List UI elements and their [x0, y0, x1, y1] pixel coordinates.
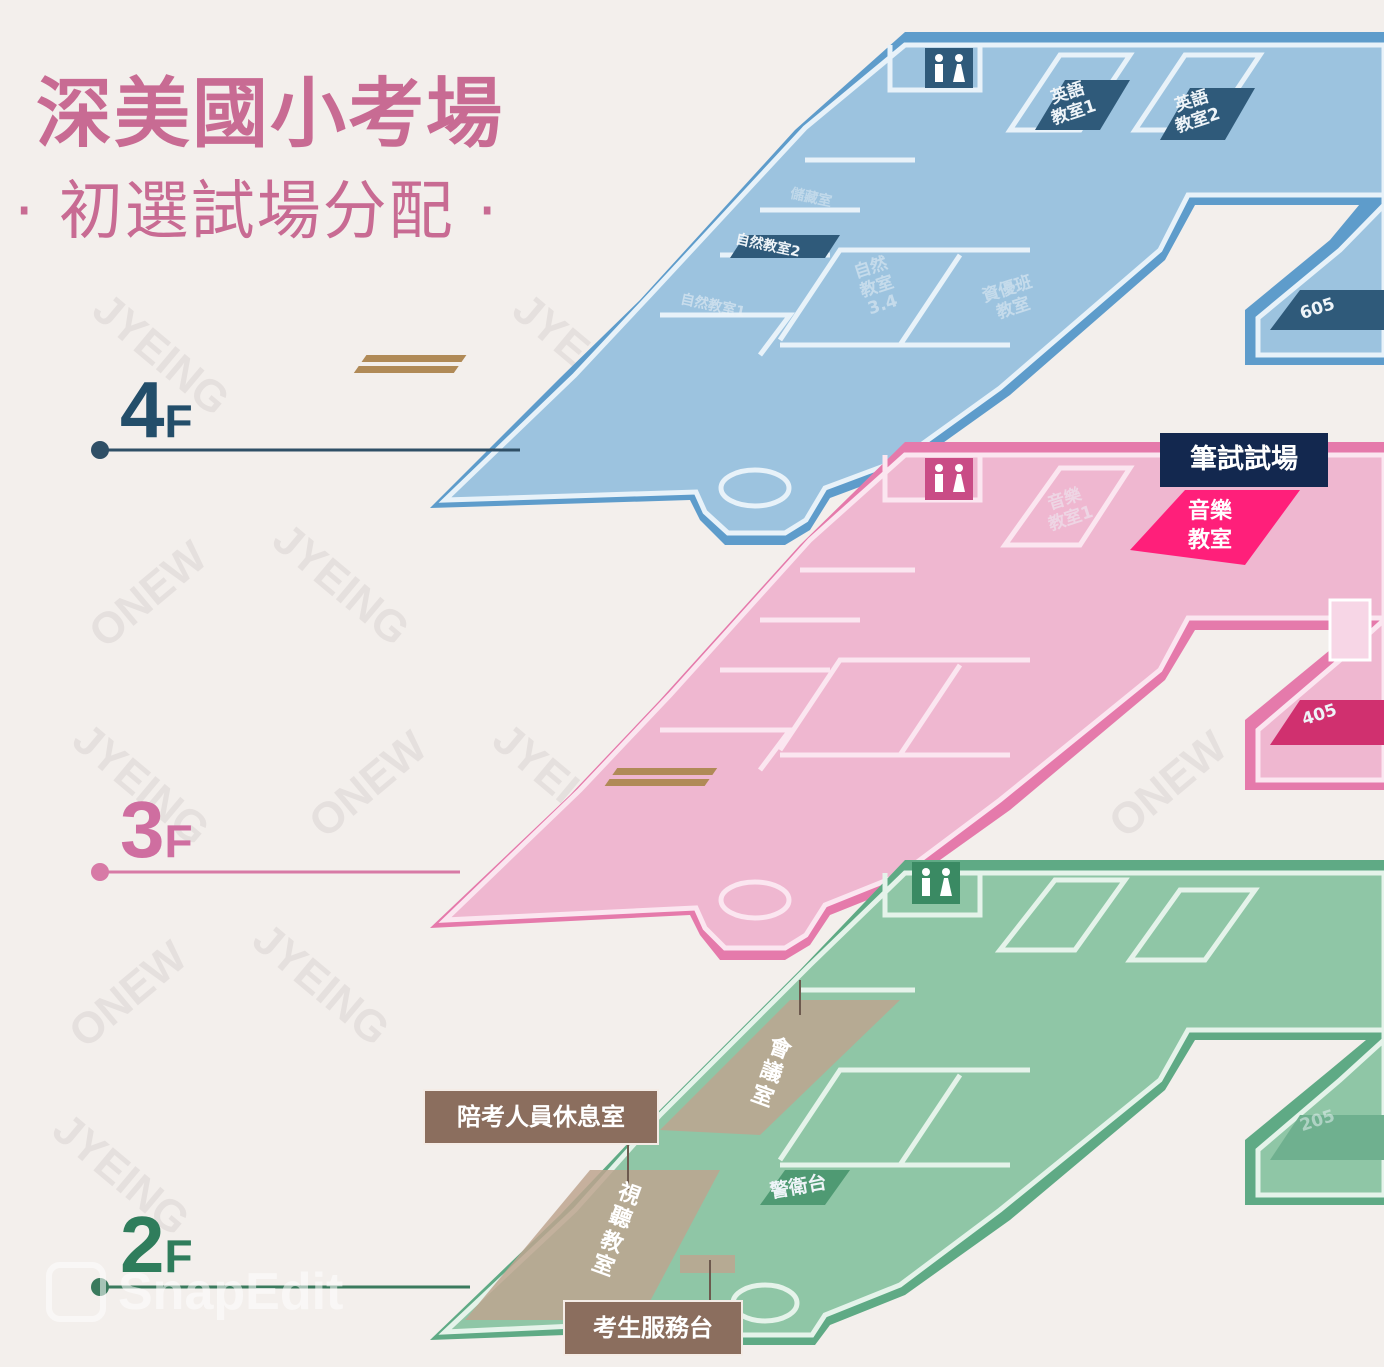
snapedit-watermark: SnapEdit [46, 1262, 343, 1322]
floor-label-3f: 3F [120, 790, 193, 870]
floor-number: 4 [120, 365, 165, 454]
floor-3f-plan [91, 442, 1384, 960]
snapedit-logo-icon [46, 1262, 106, 1322]
floor-suffix: F [164, 1230, 193, 1282]
floor-2f-plan [91, 860, 1384, 1345]
restroom-icon [922, 54, 965, 896]
floor-number: 2 [120, 1200, 165, 1289]
parents-lounge-tag: 陪考人員休息室 [423, 1089, 659, 1145]
floor-label-4f: 4F [120, 370, 193, 450]
floor-suffix: F [164, 395, 193, 447]
music-room-tag: 音樂 教室 [1187, 499, 1232, 553]
floor-number: 3 [120, 785, 165, 874]
service-desk-tag: 考生服務台 [563, 1300, 743, 1356]
floor-suffix: F [164, 815, 193, 867]
page-subtitle: · 初選試場分配 · [14, 175, 500, 249]
floor-4f-plan [91, 32, 1384, 545]
page-title: 深美國小考場 [36, 69, 504, 158]
floor-label-2f: 2F [120, 1205, 193, 1285]
snapedit-text: SnapEdit [118, 1263, 344, 1321]
exam-room-header: 筆試試場 [1160, 433, 1328, 487]
